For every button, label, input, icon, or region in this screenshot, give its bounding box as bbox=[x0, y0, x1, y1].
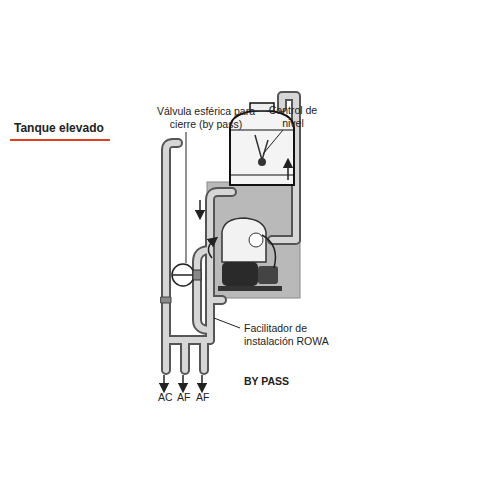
bypass-label: BY PASS bbox=[244, 375, 289, 388]
level-control-label: Control de nivel bbox=[268, 104, 318, 129]
outlet-label: AF bbox=[196, 391, 209, 404]
outlet-label: AC bbox=[158, 391, 173, 404]
valve-label: Válvula esférica para cierre (by pass) bbox=[150, 105, 262, 130]
pump-unit bbox=[218, 218, 282, 291]
title-underline bbox=[10, 139, 110, 141]
leader-lines bbox=[186, 130, 283, 328]
facilitator-label: Facilitador de instalación ROWA bbox=[244, 322, 339, 347]
ball-valve bbox=[172, 264, 201, 286]
flow-arrows bbox=[164, 163, 288, 388]
outlet-label: AF bbox=[177, 391, 190, 404]
diagram-title: Tanque elevado bbox=[14, 121, 104, 135]
